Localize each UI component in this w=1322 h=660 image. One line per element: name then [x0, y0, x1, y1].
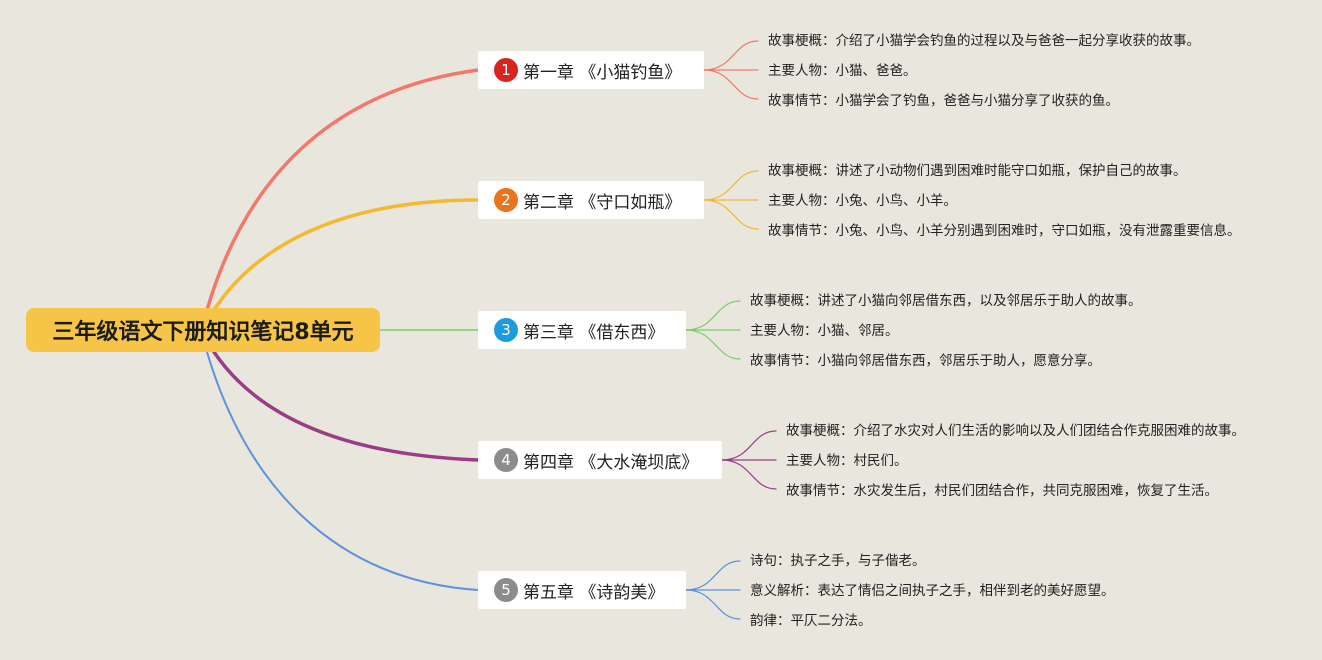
- number-badge-3: 3: [494, 318, 518, 342]
- chapter-5-label: 第五章 《诗韵美》: [523, 582, 665, 603]
- chapter-4-label: 第四章 《大水淹坝底》: [523, 452, 699, 473]
- chapter-1-plot[interactable]: 故事情节：小猫学会了钓鱼，爸爸与小猫分享了收获的鱼。: [768, 93, 1119, 109]
- chapter-2-label: 第二章 《守口如瓶》: [523, 192, 682, 213]
- chapter-2-node[interactable]: 2 第二章 《守口如瓶》: [478, 181, 704, 219]
- number-badge-2: 2: [494, 188, 518, 212]
- chapter-4-characters[interactable]: 主要人物：村民们。: [786, 453, 908, 469]
- chapter-3-node[interactable]: 3 第三章 《借东西》: [478, 311, 686, 349]
- chapter-3-label: 第三章 《借东西》: [523, 322, 665, 343]
- chapter-3-plot[interactable]: 故事情节：小猫向邻居借东西，邻居乐于助人，愿意分享。: [750, 353, 1101, 369]
- chapter-1-label: 第一章 《小猫钓鱼》: [523, 62, 682, 83]
- chapter-2-summary[interactable]: 故事梗概：讲述了小动物们遇到困难时能守口如瓶，保护自己的故事。: [768, 163, 1187, 179]
- chapter-3-characters[interactable]: 主要人物：小猫、邻居。: [750, 323, 899, 339]
- chapter-3-summary[interactable]: 故事梗概：讲述了小猫向邻居借东西，以及邻居乐于助人的故事。: [750, 293, 1142, 309]
- chapter-1-summary[interactable]: 故事梗概：介绍了小猫学会钓鱼的过程以及与爸爸一起分享收获的故事。: [768, 33, 1200, 49]
- branch-4-connector: [212, 350, 480, 462]
- chapter-5-leaf-3-connector: [685, 589, 741, 620]
- chapter-4-leaf-1-connector: [721, 430, 777, 461]
- number-badge-4: 4: [494, 448, 518, 472]
- branch-1-connector: [205, 68, 480, 312]
- chapter-5-poem-line[interactable]: 诗句：执子之手，与子偕老。: [750, 553, 926, 569]
- chapter-3-leaf-3-connector: [685, 329, 741, 360]
- root-topic[interactable]: 三年级语文下册知识笔记8单元: [26, 308, 380, 352]
- chapter-3-leaf-1-connector: [685, 300, 741, 331]
- chapter-4-plot[interactable]: 故事情节：水灾发生后，村民们团结合作，共同克服困难，恢复了生活。: [786, 483, 1218, 499]
- chapter-4-node[interactable]: 4 第四章 《大水淹坝底》: [478, 441, 722, 479]
- chapter-1-leaf-3-connector: [703, 69, 759, 100]
- chapter-1-node[interactable]: 1 第一章 《小猫钓鱼》: [478, 51, 704, 89]
- branch-5-connector: [206, 351, 479, 591]
- chapter-2-leaf-1-connector: [703, 170, 759, 201]
- chapter-2-characters[interactable]: 主要人物：小兔、小鸟、小羊。: [768, 193, 957, 209]
- chapter-2-leaf-3-connector: [703, 199, 759, 230]
- chapter-1-leaf-1-connector: [703, 40, 759, 71]
- branch-2-connector: [212, 198, 480, 312]
- chapter-4-summary[interactable]: 故事梗概：介绍了水灾对人们生活的影响以及人们团结合作克服困难的故事。: [786, 423, 1245, 439]
- chapter-5-meaning[interactable]: 意义解析：表达了情侣之间执子之手，相伴到老的美好愿望。: [750, 583, 1115, 599]
- chapter-5-rhythm[interactable]: 韵律：平仄二分法。: [750, 613, 872, 629]
- chapter-5-leaf-1-connector: [685, 560, 741, 591]
- number-badge-5: 5: [494, 578, 518, 602]
- chapter-2-plot[interactable]: 故事情节：小兔、小鸟、小羊分别遇到困难时，守口如瓶，没有泄露重要信息。: [768, 223, 1241, 239]
- number-badge-1: 1: [494, 58, 518, 82]
- chapter-4-leaf-3-connector: [721, 459, 777, 490]
- chapter-5-node[interactable]: 5 第五章 《诗韵美》: [478, 571, 686, 609]
- chapter-1-characters[interactable]: 主要人物：小猫、爸爸。: [768, 63, 917, 79]
